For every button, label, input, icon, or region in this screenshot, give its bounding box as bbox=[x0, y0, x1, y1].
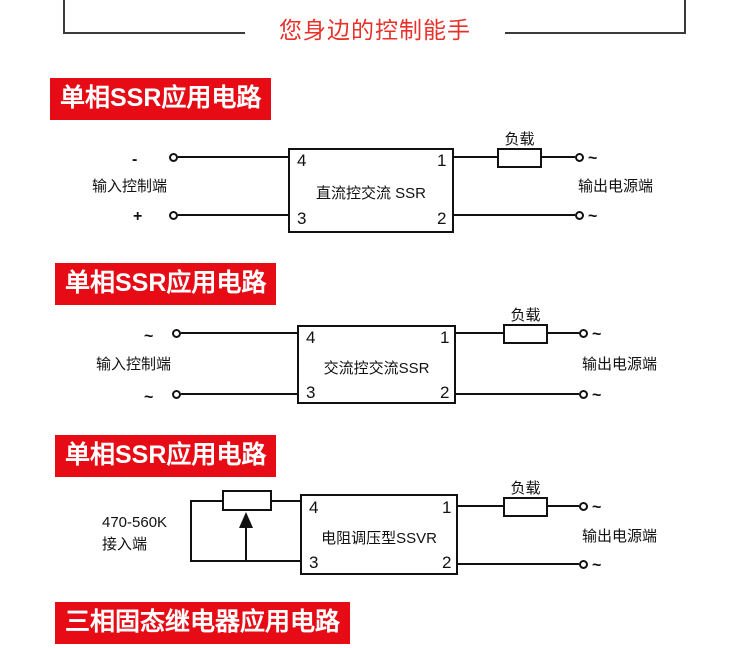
section-3-pin-3: 3 bbox=[309, 553, 319, 572]
section-2-device-name: 交流控交流SSR bbox=[323, 360, 430, 377]
section-1-wire-in-bottom bbox=[178, 214, 290, 216]
section-2-wire-out-top-a bbox=[455, 332, 503, 334]
frame-right-edge bbox=[684, 0, 686, 34]
section-2-output-bottom-symbol: ~ bbox=[592, 387, 602, 404]
frame-bottom-bar-right bbox=[505, 32, 686, 34]
section-3-wire-pot-top-left bbox=[190, 500, 232, 502]
section-3-pin-2: 2 bbox=[442, 553, 452, 572]
section-1-input-top-terminal bbox=[169, 153, 178, 162]
section-2-ssr-box bbox=[297, 325, 456, 404]
section-3-potentiometer-body bbox=[222, 490, 272, 511]
section-3-wire-pot-top-right bbox=[270, 500, 302, 502]
section-2-input-bottom-terminal bbox=[172, 390, 181, 399]
section-1-input-bottom-symbol: + bbox=[133, 208, 143, 225]
section-1-input-top-symbol: - bbox=[132, 151, 138, 168]
section-2-load-label: 负载 bbox=[510, 307, 541, 324]
section-2-input-label: 输入控制端 bbox=[96, 356, 172, 373]
section-3-title: 单相SSR应用电路 bbox=[55, 435, 277, 477]
section-3-load-label: 负载 bbox=[510, 480, 541, 497]
section-2-load-resistor bbox=[503, 324, 548, 344]
section-3-wiper-arrow-shaft bbox=[245, 528, 247, 562]
section-1-device-name: 直流控交流 SSR bbox=[315, 185, 426, 202]
section-2-input-bottom-symbol: ~ bbox=[144, 389, 154, 406]
section-3-wire-pot-left-vertical bbox=[190, 500, 192, 562]
section-2-output-label: 输出电源端 bbox=[582, 356, 658, 373]
section-3-wire-out-bottom bbox=[457, 563, 579, 565]
section-3-output-bottom-symbol: ~ bbox=[592, 557, 602, 574]
page-slogan: 您身边的控制能手 bbox=[279, 17, 471, 43]
section-3-pin-4: 4 bbox=[309, 498, 319, 517]
section-1-load-label: 负载 bbox=[504, 131, 535, 148]
section-1-pin-1: 1 bbox=[437, 151, 447, 170]
section-3-output-bottom-terminal bbox=[579, 560, 588, 569]
section-2-output-top-symbol: ~ bbox=[592, 326, 602, 343]
section-2-wire-out-top-b bbox=[548, 332, 579, 334]
section-3-ssr-box bbox=[300, 494, 458, 575]
frame-left-edge bbox=[63, 0, 65, 34]
section-1-load-resistor bbox=[497, 148, 542, 168]
section-3-input-label-line1: 470-560K bbox=[102, 514, 168, 531]
section-3-wiper-arrow-head bbox=[239, 512, 253, 528]
section-2-pin-3: 3 bbox=[306, 383, 316, 402]
section-1-title: 单相SSR应用电路 bbox=[50, 78, 272, 120]
section-1-wire-out-top-a bbox=[453, 156, 497, 158]
section-1-input-label: 输入控制端 bbox=[92, 178, 168, 195]
section-1-pin-4: 4 bbox=[297, 151, 307, 170]
section-1-wire-in-top bbox=[178, 156, 290, 158]
section-3-load-resistor bbox=[503, 497, 548, 517]
section-2-wire-out-bottom bbox=[455, 393, 579, 395]
section-3-wire-out-top-a bbox=[457, 505, 503, 507]
section-1-pin-2: 2 bbox=[437, 209, 447, 228]
section-2-pin-4: 4 bbox=[306, 328, 316, 347]
section-1-output-top-symbol: ~ bbox=[588, 150, 598, 167]
frame-bottom-bar-left bbox=[63, 32, 245, 34]
section-2-input-top-symbol: ~ bbox=[144, 328, 154, 345]
section-1-input-bottom-terminal bbox=[169, 211, 178, 220]
section-2-pin-2: 2 bbox=[440, 383, 450, 402]
section-1-output-bottom-symbol: ~ bbox=[588, 208, 598, 225]
section-1-pin-3: 3 bbox=[297, 209, 307, 228]
section-2-wire-in-top bbox=[181, 332, 299, 334]
section-1-output-top-terminal bbox=[575, 153, 584, 162]
section-2-input-top-terminal bbox=[172, 329, 181, 338]
section-1-output-label: 输出电源端 bbox=[578, 178, 654, 195]
section-1-ssr-box bbox=[288, 148, 454, 233]
section-1-wire-out-bottom bbox=[453, 214, 575, 216]
footer-section-title: 三相固态继电器应用电路 bbox=[55, 602, 351, 644]
section-3-output-top-terminal bbox=[579, 502, 588, 511]
section-3-pin-1: 1 bbox=[442, 498, 452, 517]
section-3-output-top-symbol: ~ bbox=[592, 499, 602, 516]
section-3-input-label-line2: 接入端 bbox=[102, 536, 148, 553]
section-2-output-top-terminal bbox=[579, 329, 588, 338]
section-1-wire-out-top-b bbox=[542, 156, 575, 158]
section-3-output-label: 输出电源端 bbox=[582, 528, 658, 545]
section-2-wire-in-bottom bbox=[181, 393, 299, 395]
section-3-wire-out-top-b bbox=[548, 505, 579, 507]
section-2-pin-1: 1 bbox=[440, 328, 450, 347]
section-3-device-name: 电阻调压型SSVR bbox=[321, 530, 437, 547]
section-1-output-bottom-terminal bbox=[575, 211, 584, 220]
section-2-title: 单相SSR应用电路 bbox=[55, 263, 277, 305]
section-2-output-bottom-terminal bbox=[579, 390, 588, 399]
